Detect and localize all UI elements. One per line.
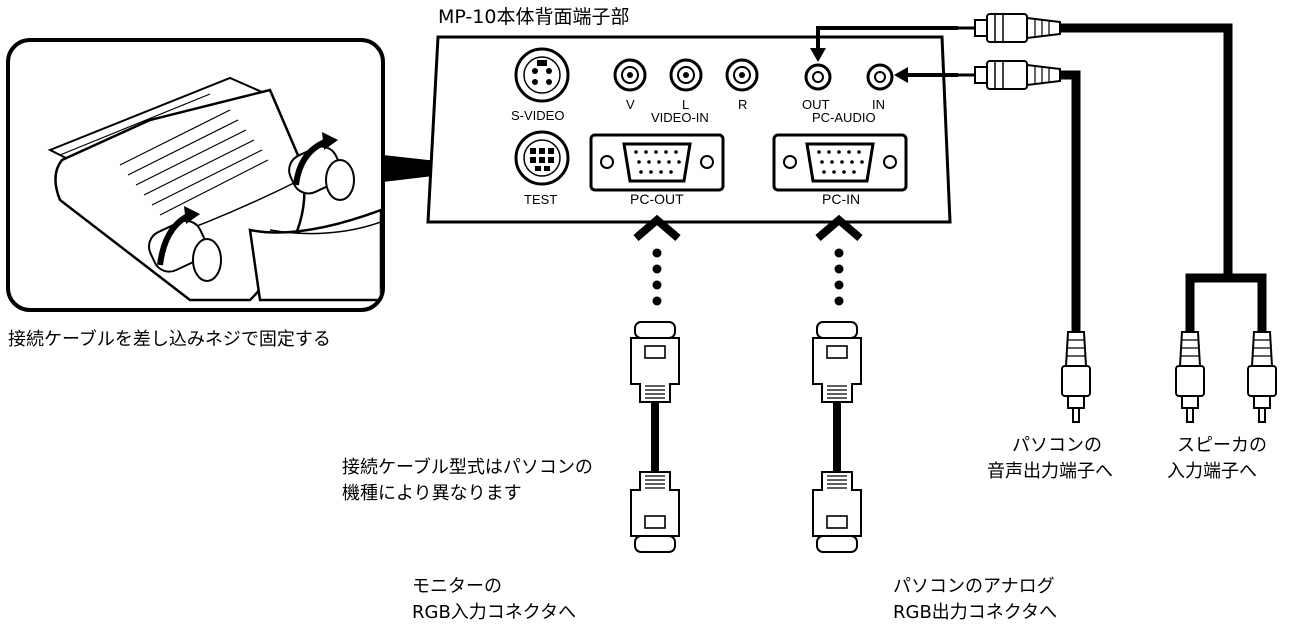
test-label: TEST xyxy=(524,192,558,207)
pc-in-connection-arrow xyxy=(815,214,863,306)
rca-plug-speaker-left xyxy=(1175,331,1205,423)
video-v-jack xyxy=(613,58,647,92)
audio-in-arrow xyxy=(894,67,958,83)
monitor-caption-line2: RGB入力コネクタへ xyxy=(412,602,577,623)
cable-model-caption-line2: 機種により異なります xyxy=(342,483,522,504)
speaker-cable xyxy=(1060,23,1233,274)
pc-out-label: PC-OUT xyxy=(630,191,684,207)
speaker-cable-split xyxy=(1185,273,1267,332)
r-label: R xyxy=(738,97,748,112)
audio-out-arrow xyxy=(810,26,958,62)
screw-lower xyxy=(148,206,222,282)
pc-out-connection-arrow xyxy=(633,214,681,306)
vga-plug-top-1 xyxy=(630,321,680,403)
vga-plug-bottom-1 xyxy=(630,471,680,553)
screw-inset xyxy=(6,38,385,312)
vga-plug-top-2 xyxy=(812,321,862,403)
s-video-label: S-VIDEO xyxy=(511,108,565,123)
pc-out-port xyxy=(589,133,725,192)
rca-plug-pc-audio xyxy=(1061,331,1091,423)
test-port xyxy=(514,130,570,186)
l-label: L xyxy=(682,97,690,112)
in-label: IN xyxy=(872,97,885,112)
pc-audio-out-caption-line2: 音声出力端子へ xyxy=(987,461,1113,482)
pc-audio-out-caption-line1: パソコンの xyxy=(1012,435,1102,456)
pc-analog-vga-cable xyxy=(812,321,862,553)
pc-analog-caption-line2: RGB出力コネクタへ xyxy=(893,602,1058,623)
video-in-label: VIDEO-IN xyxy=(651,110,709,125)
pc-analog-caption-line1: パソコンのアナログ xyxy=(893,576,1055,597)
speaker-caption-line2: 入力端子へ xyxy=(1167,461,1257,482)
pc-audio-in-jack xyxy=(866,63,894,91)
s-video-port xyxy=(514,47,570,103)
d-sub-connector-drawing xyxy=(47,76,381,302)
rca-plug-speaker-right xyxy=(1247,331,1277,423)
mini-plug-speaker xyxy=(958,13,1061,43)
pc-audio-out-jack xyxy=(804,63,832,91)
mini-plug-pc xyxy=(958,60,1061,90)
monitor-vga-cable xyxy=(630,321,680,553)
speaker-caption-line1: スピーカの xyxy=(1177,435,1267,456)
pc-in-label: PC-IN xyxy=(822,191,861,207)
panel-title: MP-10本体背面端子部 xyxy=(438,6,630,28)
pc-audio-label: PC-AUDIO xyxy=(812,110,876,125)
screw-upper xyxy=(288,132,355,201)
v-label: V xyxy=(626,97,635,112)
cable-model-caption-line1: 接続ケーブル型式はパソコンの xyxy=(342,457,593,478)
pc-audio-cable xyxy=(1060,70,1081,332)
monitor-caption-line1: モニターの xyxy=(412,576,502,597)
out-label: OUT xyxy=(802,97,830,112)
screw-fix-caption: 接続ケーブルを差し込みネジで固定する xyxy=(8,329,331,350)
audio-l-jack xyxy=(669,58,703,92)
audio-r-jack xyxy=(725,58,759,92)
pc-in-port xyxy=(772,133,908,192)
vga-plug-bottom-2 xyxy=(812,471,862,553)
